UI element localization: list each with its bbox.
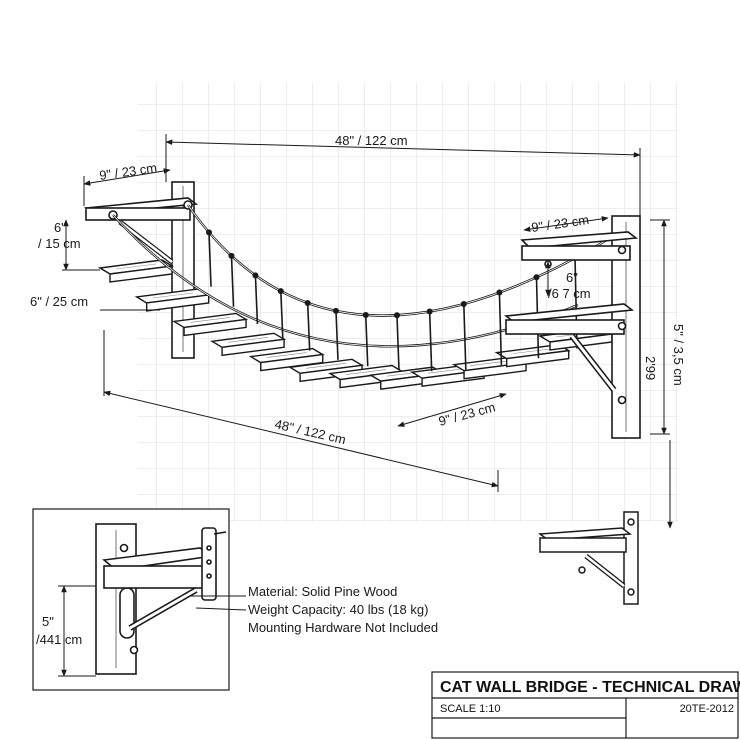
bridge-plank [97,259,175,283]
rope-hanger [428,311,433,372]
rope-knot [252,272,259,279]
dim-left-height-a: 6" [54,220,66,235]
note-capacity: Weight Capacity: 40 lbs (18 kg) [248,602,428,617]
bridge-plank [171,312,249,337]
bracket-detail [95,523,227,675]
dim-right-small-a: 6" [566,270,578,285]
rope-knot [228,252,235,259]
rope-knot [393,312,400,319]
rope-hanger [306,302,311,351]
title-block [431,671,739,739]
shelf-detail-view [537,511,639,605]
right-wall-mount [503,215,641,439]
rope-knot [206,229,213,236]
rope-knot [460,300,467,307]
dim-overall-top: 48" / 122 cm [335,133,408,148]
dim-right-height: 5" / 3,5 cm [671,324,686,386]
rope-hanger [208,232,212,287]
title-block-title: CAT WALL BRIDGE - TECHNICAL DRAWING [440,679,740,696]
rope-knot [496,289,503,296]
inset-height-a: 5" [42,614,54,629]
dim-plank-width: 6" / 25 cm [30,294,88,309]
rope-knot [332,307,339,314]
rope-hanger [463,303,467,370]
bridge-plank [209,332,287,357]
rope-hanger [498,292,503,366]
bridge-plank [248,347,325,372]
dimension-lines [62,134,673,529]
rope-hanger [280,291,284,339]
note-material: Material: Solid Pine Wood [248,584,397,599]
rope-lower-inner [112,214,579,347]
dim-left-height-b: / 15 cm [38,236,81,251]
note-leaders [190,595,247,611]
note-hardware: Mounting Hardware Not Included [248,620,438,635]
rope-hangers [206,229,579,372]
left-wall-mount [83,181,199,359]
title-block-code: 20TE-2012 [680,703,734,715]
inset-dimension [58,585,96,677]
dim-right-small-b: /6 7 cm [548,286,591,301]
rope-hanger [364,314,369,367]
rope-hanger [254,275,259,325]
inset-height-b: /441 cm [36,632,82,647]
rope-hanger [396,315,400,371]
dim-right-height-extra: 2'99 [643,356,658,380]
title-block-scale: SCALE 1:10 [440,703,501,715]
rope-hanger [335,310,339,360]
rope-knot [426,308,433,315]
rope-knot [533,274,540,281]
rope-hanger [230,255,235,307]
rope-knot [362,312,369,318]
rope-knot [277,288,284,295]
bridge-planks [97,259,615,390]
rope-knot [304,299,311,306]
